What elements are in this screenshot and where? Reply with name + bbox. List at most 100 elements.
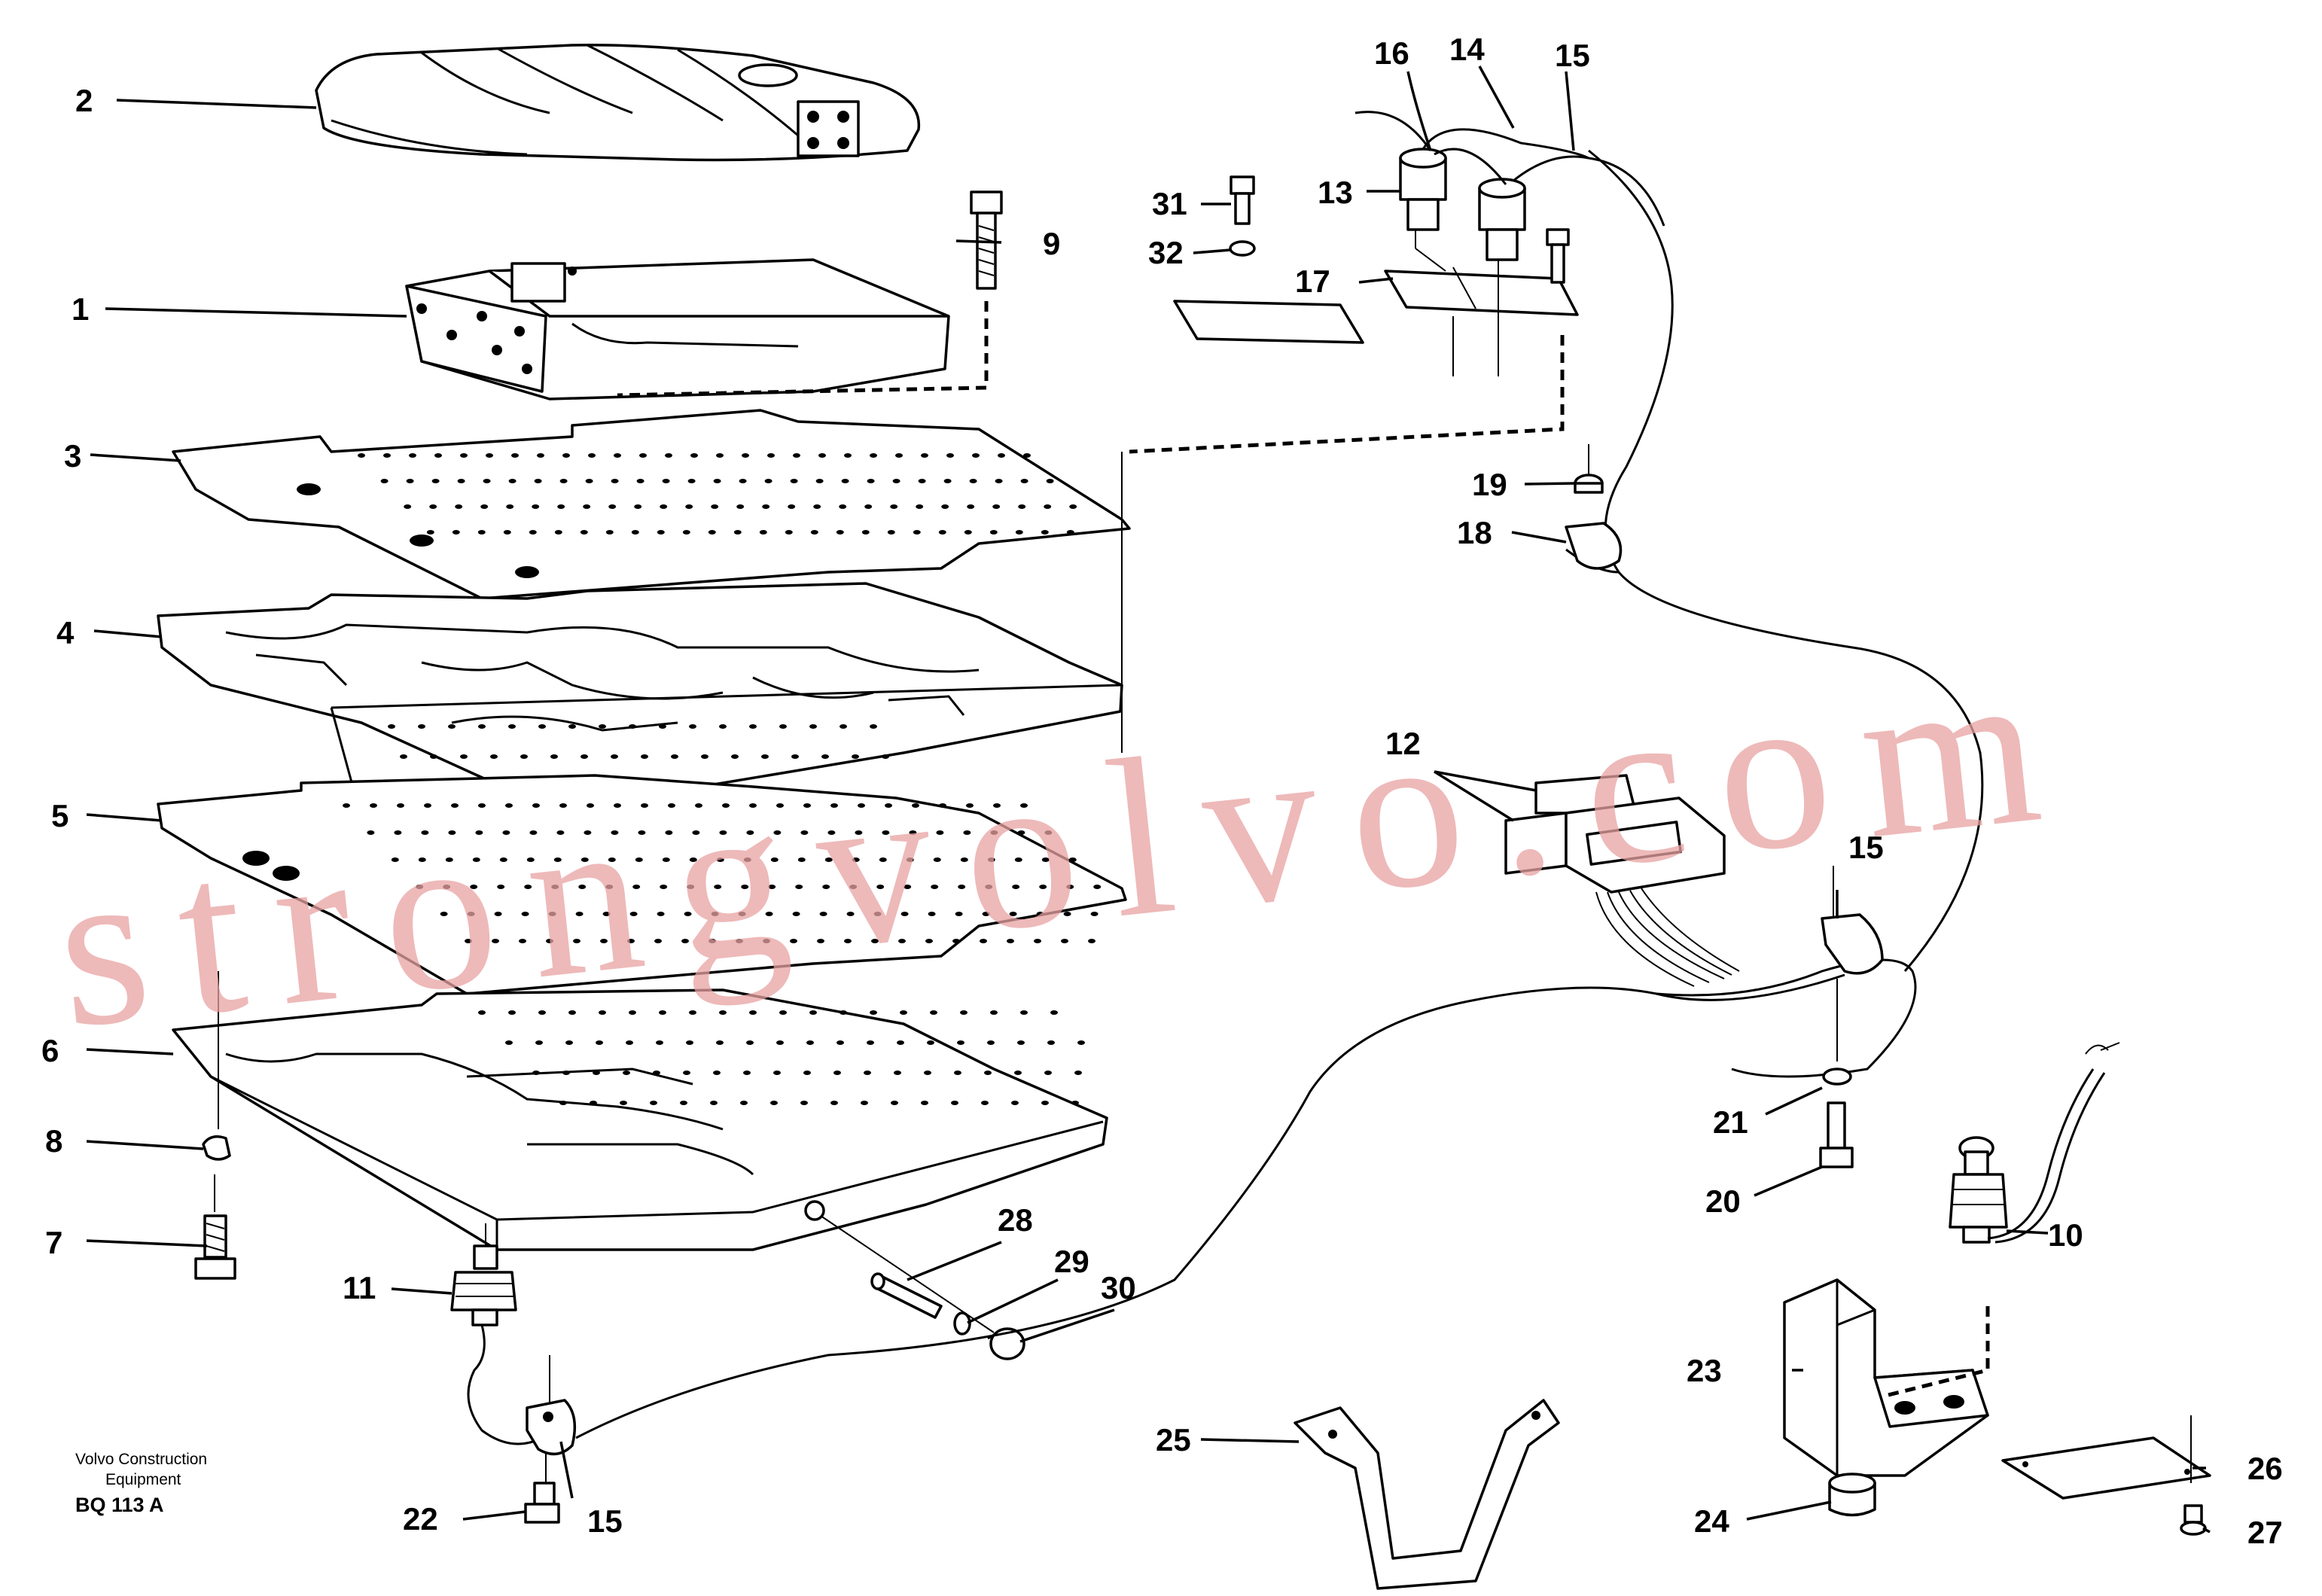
plate-hole: [897, 1040, 904, 1045]
plate-hole: [840, 724, 847, 729]
plate-hole: [921, 1101, 928, 1105]
plate-hole: [779, 724, 787, 729]
plate-hole: [568, 1010, 576, 1015]
plate-hole: [1007, 939, 1014, 943]
plate-hole: [537, 453, 544, 458]
plate-hole: [1044, 830, 1053, 835]
plate-hole: [946, 453, 954, 458]
plate-hole: [421, 830, 429, 835]
callout-4: 4: [56, 615, 75, 650]
plate-hole: [343, 803, 350, 808]
plate-hole: [657, 530, 665, 535]
part-11-sensor: [450, 1223, 543, 1445]
callout-5: 5: [51, 798, 69, 833]
gasket-3-holes: [358, 453, 1077, 535]
plate-hole: [511, 453, 519, 458]
plate-hole: [839, 504, 847, 509]
plate-hole: [731, 754, 739, 759]
plate-hole: [519, 939, 526, 943]
plate-hole: [370, 803, 377, 808]
plate-hole: [960, 857, 968, 862]
plate-hole: [650, 1101, 657, 1105]
plate-hole: [505, 803, 513, 808]
plate-hole: [836, 530, 844, 535]
plate-hole: [668, 803, 675, 808]
plate-hole: [958, 885, 966, 889]
plate-hole: [467, 912, 475, 916]
plate-hole: [684, 912, 692, 916]
base-plate-6-holes: [478, 1010, 1085, 1105]
plate-hole: [770, 857, 779, 862]
plate-hole: [430, 754, 437, 759]
plate-hole: [941, 504, 949, 509]
callout-20: 20: [1705, 1183, 1741, 1219]
plate-hole: [1063, 912, 1071, 916]
plate-hole: [1020, 803, 1028, 808]
plate-hole: [1014, 857, 1022, 862]
plate-hole: [505, 1040, 513, 1045]
callout-23: 23: [1687, 1353, 1722, 1388]
plate-hole: [626, 1040, 633, 1045]
plate-hole: [719, 1010, 727, 1015]
plate-hole: [429, 504, 437, 509]
plate-hole: [1093, 885, 1102, 889]
plate-hole: [870, 724, 877, 729]
plate-hole: [1041, 1101, 1049, 1105]
plate-hole: [995, 479, 1003, 483]
plate-hole: [1077, 1040, 1085, 1045]
part-22-nut: [524, 1453, 560, 1524]
plate-hole: [431, 479, 440, 483]
plate-hole: [803, 803, 811, 808]
plate-hole: [954, 1071, 961, 1075]
plate-hole: [803, 1071, 811, 1075]
plate-hole: [817, 939, 824, 943]
plate-hole: [529, 530, 537, 535]
plate-hole: [629, 912, 638, 916]
plate-hole: [870, 1010, 877, 1015]
plate-hole: [800, 830, 809, 835]
callout-32: 32: [1148, 235, 1184, 270]
caption-company: Volvo Construction: [75, 1451, 207, 1468]
plate-hole: [478, 803, 486, 808]
part-12-connector: [1504, 774, 1740, 987]
callout-6: 6: [41, 1033, 59, 1068]
callout-leaders: [86, 65, 2211, 1534]
plate-hole: [871, 939, 879, 943]
plate-hole: [599, 724, 606, 729]
plate-hole: [406, 479, 414, 483]
plate-hole: [367, 830, 375, 835]
plate-hole: [653, 1071, 660, 1075]
callout-2: 2: [75, 83, 93, 118]
part-9-bolt: [617, 190, 1003, 397]
plate-hole: [746, 1040, 754, 1045]
part-26-plate: [2001, 1415, 2211, 1500]
plate-hole: [773, 1071, 781, 1075]
plate-hole: [681, 939, 689, 943]
plate-hole: [928, 912, 936, 916]
plate-hole: [580, 754, 588, 759]
plate-hole: [762, 504, 770, 509]
plate-hole: [710, 1101, 718, 1105]
plate-hole: [593, 1071, 600, 1075]
plate-hole: [711, 504, 719, 509]
part-30-plug: [987, 1327, 1025, 1360]
callout-13: 13: [1318, 175, 1353, 210]
plate-hole: [503, 530, 511, 535]
plate-hole: [900, 912, 909, 916]
drawing-caption: Volvo Construction Equipment BQ 113 A: [75, 1451, 207, 1516]
plate-hole: [830, 803, 838, 808]
plate-hole: [682, 530, 690, 535]
plate-hole: [711, 912, 719, 916]
callout-17: 17: [1295, 263, 1330, 299]
plate-hole: [573, 939, 580, 943]
plate-hole: [695, 803, 702, 808]
plate-hole: [662, 857, 670, 862]
plate-hole: [556, 830, 565, 835]
plate-hole: [639, 453, 647, 458]
plate-hole: [1011, 1101, 1019, 1105]
plate-hole: [477, 530, 486, 535]
plate-hole: [822, 885, 830, 889]
callout-22: 22: [403, 1501, 438, 1537]
plate-hole: [443, 885, 451, 889]
part-14-solenoid: [1478, 178, 1526, 261]
